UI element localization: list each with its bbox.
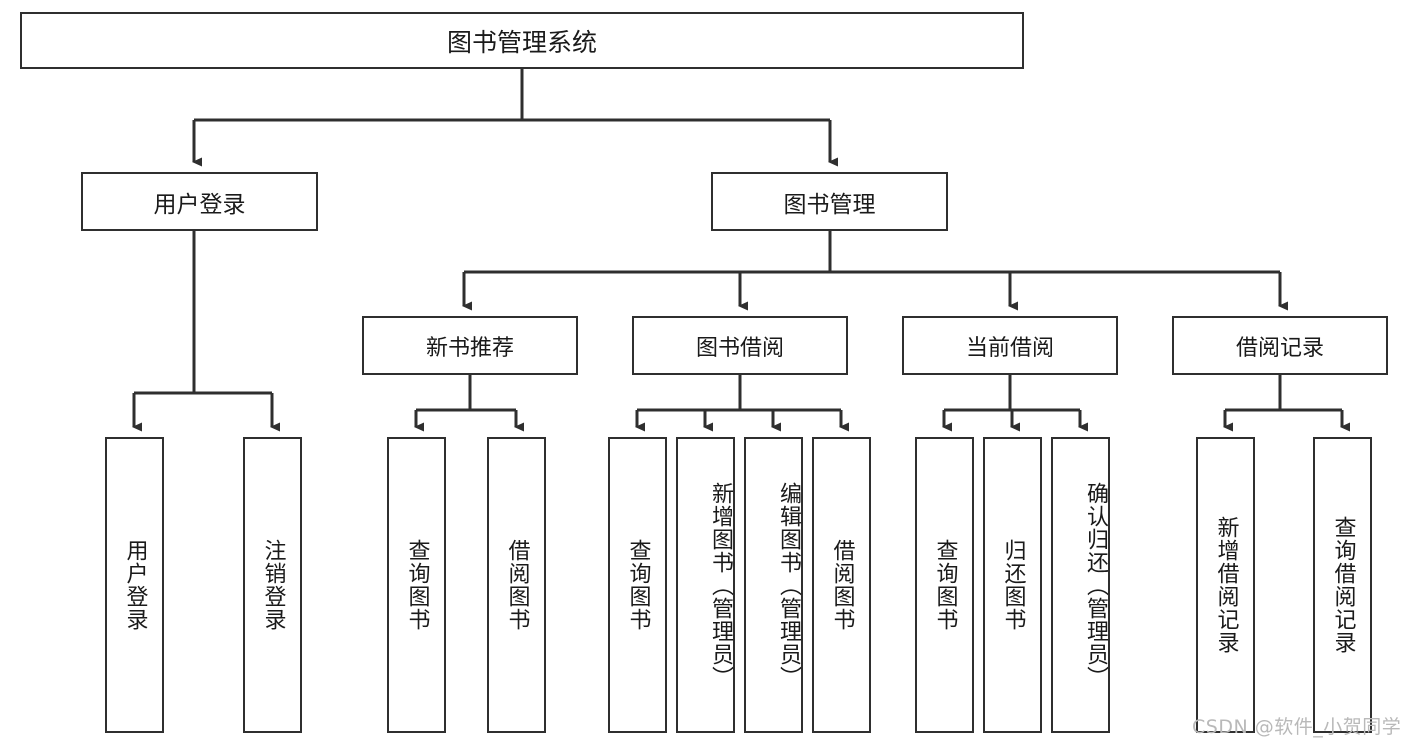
leaf-logout-login[interactable]: 注销登录 [243, 437, 302, 733]
node-borrow-records[interactable]: 借阅记录 [1172, 316, 1388, 375]
node-book-management-label: 图书管理 [783, 191, 876, 218]
leaf-confirm-return-admin[interactable]: 确认归还（管理员） [1051, 437, 1110, 733]
leaf-confirm-return-admin-label: 确认归还（管理员） [1083, 481, 1108, 689]
leaf-return-book-label: 归还图书 [1000, 539, 1026, 631]
leaf-query-book-recommend-label: 查询图书 [404, 539, 430, 631]
leaf-borrow-book-recommend[interactable]: 借阅图书 [487, 437, 546, 733]
node-root[interactable]: 图书管理系统 [20, 12, 1024, 69]
watermark: CSDN @软件_小贺同学 [1192, 716, 1402, 738]
leaf-user-login[interactable]: 用户登录 [105, 437, 164, 733]
leaf-edit-book-admin[interactable]: 编辑图书（管理员） [744, 437, 803, 733]
leaf-edit-book-admin-label: 编辑图书（管理员） [776, 481, 801, 689]
node-root-label: 图书管理系统 [446, 27, 597, 57]
node-book-borrow[interactable]: 图书借阅 [632, 316, 848, 375]
leaf-add-borrow-record-label: 新增借阅记录 [1213, 516, 1239, 654]
leaf-query-book-borrow[interactable]: 查询图书 [608, 437, 667, 733]
leaf-borrow-book-recommend-label: 借阅图书 [504, 539, 530, 631]
node-book-management[interactable]: 图书管理 [711, 172, 948, 231]
leaf-logout-login-label: 注销登录 [260, 539, 286, 631]
leaf-query-book-borrow-label: 查询图书 [625, 539, 651, 631]
leaf-query-book-current[interactable]: 查询图书 [915, 437, 974, 733]
leaf-query-book-recommend[interactable]: 查询图书 [387, 437, 446, 733]
leaf-query-book-current-label: 查询图书 [932, 539, 958, 631]
node-current-borrow[interactable]: 当前借阅 [902, 316, 1118, 375]
node-user-login[interactable]: 用户登录 [81, 172, 318, 231]
leaf-add-borrow-record[interactable]: 新增借阅记录 [1196, 437, 1255, 733]
node-book-borrow-label: 图书借阅 [695, 335, 784, 361]
node-new-book-recommend-label: 新书推荐 [425, 335, 514, 361]
leaf-add-book-admin-label: 新增图书（管理员） [708, 481, 733, 689]
leaf-borrow-book[interactable]: 借阅图书 [812, 437, 871, 733]
leaf-add-book-admin[interactable]: 新增图书（管理员） [676, 437, 735, 733]
leaf-return-book[interactable]: 归还图书 [983, 437, 1042, 733]
leaf-borrow-book-label: 借阅图书 [829, 539, 855, 631]
node-user-login-label: 用户登录 [153, 191, 246, 218]
node-current-borrow-label: 当前借阅 [965, 335, 1054, 361]
node-new-book-recommend[interactable]: 新书推荐 [362, 316, 578, 375]
node-borrow-records-label: 借阅记录 [1235, 335, 1324, 361]
leaf-user-login-label: 用户登录 [122, 539, 148, 631]
leaf-query-borrow-record-label: 查询借阅记录 [1330, 516, 1356, 654]
leaf-query-borrow-record[interactable]: 查询借阅记录 [1313, 437, 1372, 733]
